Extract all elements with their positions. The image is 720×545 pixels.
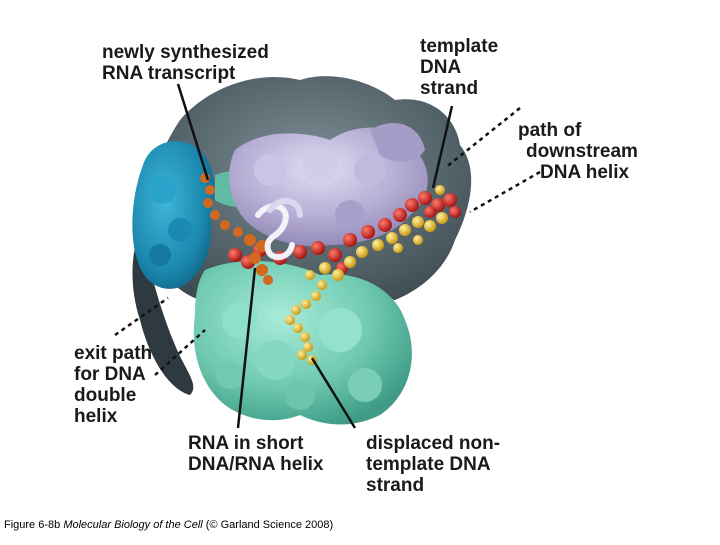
leader-exit-path-1 (114, 296, 169, 337)
leader-rna-transcript (176, 83, 210, 181)
label-nontemplate-strand: displaced non- template DNA strand (366, 433, 500, 496)
label-line: RNA transcript (102, 63, 236, 84)
label-line: displaced non- (366, 433, 501, 454)
label-rna-transcript: newly synthesized RNA transcript (102, 42, 269, 84)
label-downstream-path: path of downstream DNA helix (518, 120, 638, 183)
leader-lines (114, 83, 541, 429)
leader-downstream-1 (444, 107, 521, 169)
rna-white-coil (255, 198, 303, 261)
label-exit-path: exit path for DNA double helix (74, 343, 152, 427)
protein-blue-domain (132, 141, 215, 289)
caption-figure-number: Figure 6-8b (4, 519, 61, 531)
label-line: downstream (526, 141, 638, 162)
label-line: double (74, 385, 137, 406)
leader-downstream-2 (469, 170, 541, 214)
caption-credit: (© Garland Science 2008) (205, 519, 334, 531)
label-line: strand (366, 475, 425, 496)
label-line: newly synthesized (102, 42, 269, 63)
leader-nontemplate (310, 357, 357, 429)
label-line: RNA in short (188, 433, 304, 454)
label-line: DNA/RNA helix (188, 454, 324, 475)
label-line: DNA (420, 57, 462, 78)
label-line: helix (74, 406, 118, 427)
leader-exit-path-2 (154, 329, 206, 376)
label-rna-dna-helix: RNA in short DNA/RNA helix (188, 433, 323, 475)
label-template-strand: template DNA strand (420, 36, 498, 99)
label-line: strand (420, 78, 479, 99)
label-line: path of (518, 120, 582, 141)
label-line: exit path (74, 343, 153, 364)
nontemplate-strand (285, 280, 327, 365)
leader-rna-dna-helix (236, 267, 257, 429)
leader-template-strand (431, 105, 454, 189)
protein-lavender-domain (229, 122, 428, 247)
label-line: for DNA (74, 364, 146, 385)
protein-teal-domain (193, 171, 412, 425)
label-line: DNA helix (540, 162, 630, 183)
caption-book-title: Molecular Biology of the Cell (63, 519, 203, 531)
label-line: template (420, 36, 499, 57)
figure-caption: Figure 6-8b Molecular Biology of the Cel… (4, 519, 333, 531)
label-line: template DNA (366, 454, 491, 475)
